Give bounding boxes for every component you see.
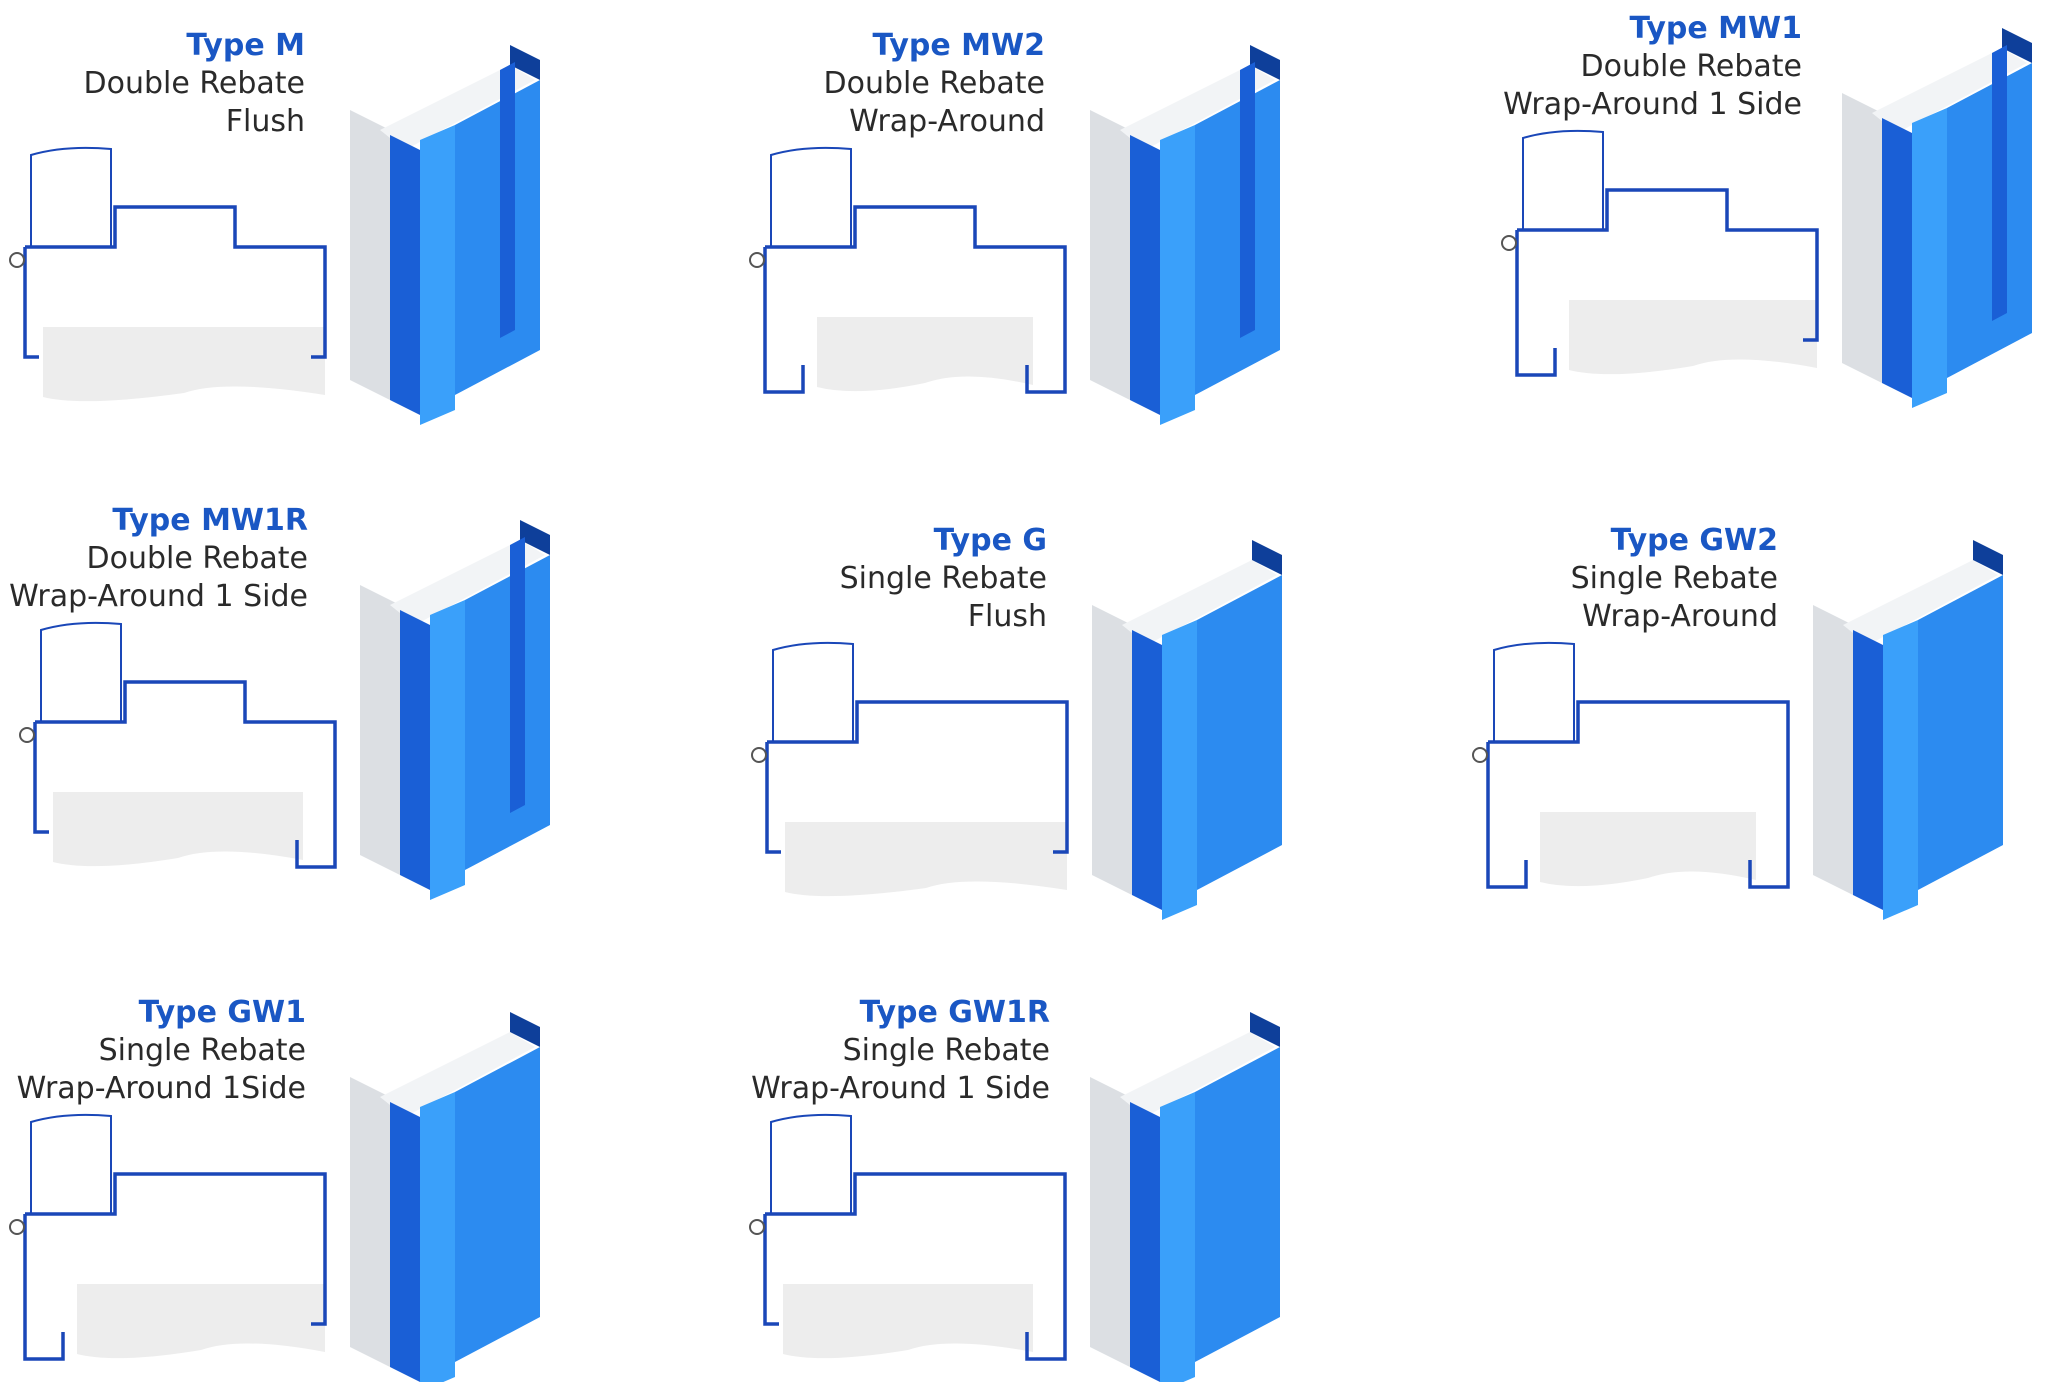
frame-type-description: Single Rebate (843, 1033, 1050, 1068)
frame-type-title: Type M (186, 28, 305, 63)
frame-profile-outline (33, 680, 337, 869)
frame-3d-render (1092, 540, 1282, 920)
frame-3d-render (1842, 28, 2032, 408)
frame-type-description: Wrap-Around 1 Side (751, 1071, 1050, 1106)
frame-type-description: Single Rebate (1571, 561, 1778, 596)
wall-section (783, 1284, 1033, 1359)
frame-profile-outline (763, 1172, 1067, 1361)
frame-type-description: Wrap-Around 1 Side (9, 579, 308, 614)
frame-profile-outline (23, 205, 327, 359)
door-leaf-section (40, 621, 122, 723)
hinge-pivot-icon (1501, 235, 1517, 251)
frame-3d-render (1813, 540, 2003, 920)
door-leaf-section (1522, 129, 1604, 231)
frame-3d-render (350, 45, 540, 425)
frame-type-description: Double Rebate (84, 66, 305, 101)
hinge-pivot-icon (751, 747, 767, 763)
door-leaf-section (30, 1113, 112, 1215)
frame-type-description: Flush (226, 104, 305, 139)
door-leaf-section (30, 146, 112, 248)
frame-type-description: Wrap-Around 1 Side (1503, 87, 1802, 122)
frame-profile-outline (765, 700, 1069, 854)
frame-type-title: Type MW1R (112, 503, 308, 538)
frame-type-description: Double Rebate (87, 541, 308, 576)
wall-section (1540, 812, 1756, 887)
hinge-pivot-icon (9, 252, 25, 268)
hinge-pivot-icon (749, 1219, 765, 1235)
frame-type-title: Type G (934, 523, 1047, 558)
hinge-pivot-icon (19, 727, 35, 743)
wall-section (785, 822, 1067, 897)
wall-section (43, 327, 325, 402)
wall-section (77, 1284, 325, 1359)
frame-type-title: Type GW1R (860, 995, 1050, 1030)
frame-profile-outline (1515, 188, 1819, 377)
frame-3d-render (1090, 1012, 1280, 1382)
frame-type-title: Type GW1 (139, 995, 306, 1030)
door-leaf-section (1493, 641, 1575, 743)
frame-type-description: Flush (968, 599, 1047, 634)
wall-section (817, 317, 1033, 392)
hinge-pivot-icon (9, 1219, 25, 1235)
frame-type-description: Wrap-Around (849, 104, 1045, 139)
frame-type-description: Wrap-Around (1582, 599, 1778, 634)
frame-type-title: Type MW2 (872, 28, 1045, 63)
frame-3d-render (1090, 45, 1280, 425)
frame-type-title: Type MW1 (1629, 11, 1802, 46)
frame-type-description: Double Rebate (824, 66, 1045, 101)
frame-3d-render (360, 520, 550, 900)
frame-profile-outline (1486, 700, 1790, 889)
wall-section (1569, 300, 1817, 375)
frame-type-description: Single Rebate (99, 1033, 306, 1068)
frame-type-title: Type GW2 (1611, 523, 1778, 558)
hinge-pivot-icon (749, 252, 765, 268)
wall-section (53, 792, 303, 867)
door-leaf-section (770, 146, 852, 248)
door-leaf-section (772, 641, 854, 743)
frame-3d-render (350, 1012, 540, 1382)
frame-type-description: Wrap-Around 1Side (17, 1071, 306, 1106)
frame-profile-outline (763, 205, 1067, 394)
frame-type-description: Double Rebate (1581, 49, 1802, 84)
door-leaf-section (770, 1113, 852, 1215)
frame-profile-outline (23, 1172, 327, 1361)
hinge-pivot-icon (1472, 747, 1488, 763)
frame-type-description: Single Rebate (840, 561, 1047, 596)
